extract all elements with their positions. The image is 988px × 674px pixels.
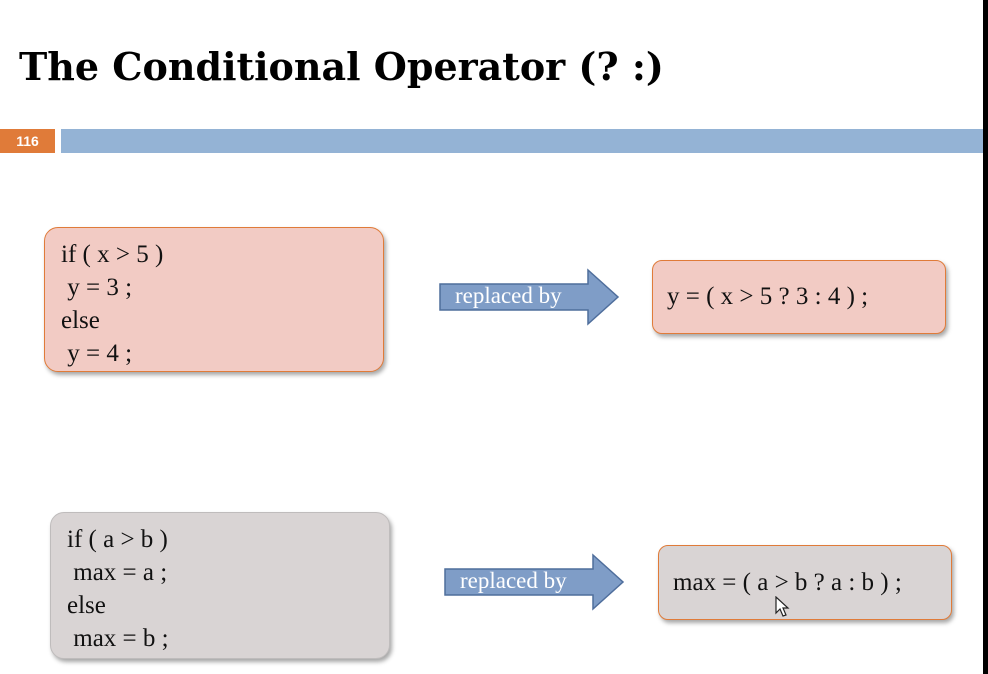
code-line: y = 3 ; xyxy=(61,274,133,301)
code-line: if ( x > 5 ) xyxy=(61,241,164,268)
code-line: max = a ; xyxy=(67,559,168,586)
code-line: else xyxy=(61,307,100,334)
ternary-result-text: max = ( a > b ? a : b ) ; xyxy=(673,568,902,596)
window-right-edge xyxy=(983,0,988,674)
ternary-result-box-2: max = ( a > b ? a : b ) ; xyxy=(658,545,952,620)
arrow-label-1: replaced by xyxy=(455,283,562,308)
code-line: y = 4 ; xyxy=(61,340,133,367)
header-bar xyxy=(61,129,983,153)
mouse-pointer-icon xyxy=(775,596,790,617)
code-line: max = b ; xyxy=(67,625,169,652)
if-else-code-box-2: if ( a > b ) max = a ; else max = b ; xyxy=(50,512,390,659)
code-line: if ( a > b ) xyxy=(67,526,168,553)
slide-title: The Conditional Operator (? :) xyxy=(19,44,664,89)
replaced-by-arrow-2 xyxy=(444,553,625,611)
ternary-result-text: y = ( x > 5 ? 3 : 4 ) ; xyxy=(667,283,869,310)
replaced-by-arrow-1 xyxy=(439,268,620,326)
if-else-code-box-1: if ( x > 5 ) y = 3 ; else y = 4 ; xyxy=(44,227,384,372)
ternary-result-box-1: y = ( x > 5 ? 3 : 4 ) ; xyxy=(652,260,946,334)
code-line: else xyxy=(67,592,106,619)
slide-number: 116 xyxy=(0,129,55,153)
arrow-label-2: replaced by xyxy=(460,568,567,593)
